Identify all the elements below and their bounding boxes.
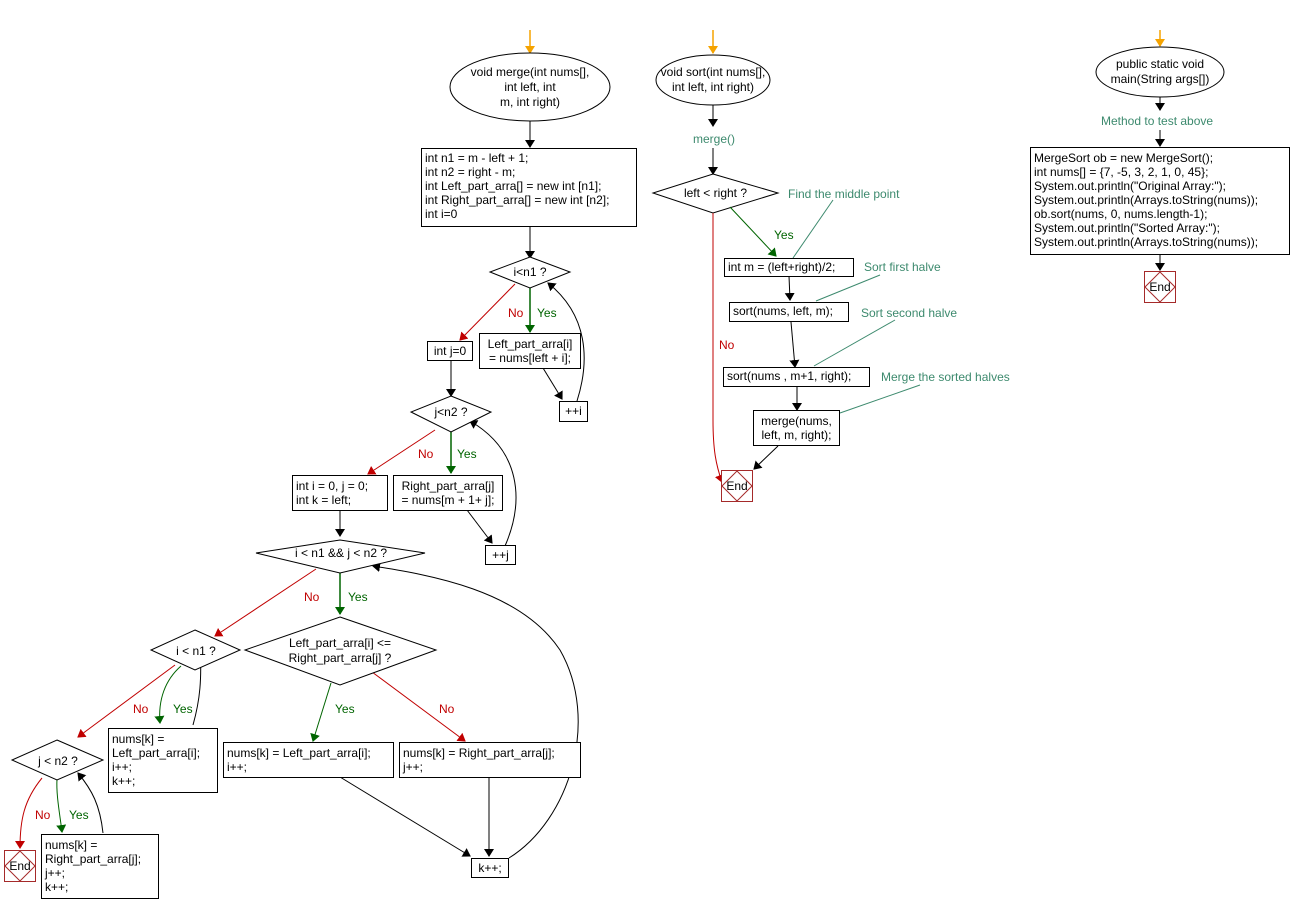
label-yes: Yes — [348, 590, 368, 604]
label-yes: Yes — [69, 808, 89, 822]
edge — [466, 509, 493, 544]
note-find-middle: Find the middle point — [788, 187, 900, 201]
cond-j-lt-n2: j<n2 ? — [434, 404, 468, 419]
diamond-j-lt-n2 — [409, 395, 493, 433]
label-yes: Yes — [774, 228, 794, 242]
edge-no — [77, 664, 176, 738]
sort-start-label: void sort(int nums[], int left, int righ… — [660, 65, 766, 94]
cond-rest-j: j < n2 ? — [38, 753, 78, 768]
edge-no — [712, 213, 725, 483]
edge-loop — [77, 772, 104, 834]
edge-yes — [729, 206, 777, 257]
main-body-box: MergeSort ob = new MergeSort(); int nums… — [1030, 147, 1290, 255]
note-method-test: Method to test above — [1101, 114, 1214, 128]
edge-yes — [310, 682, 332, 742]
edge — [542, 367, 563, 400]
note-leader — [813, 319, 896, 367]
merge-start-label: void merge(int nums[], int left, int m, … — [470, 64, 590, 109]
label-no: No — [508, 306, 524, 320]
edge-yes — [56, 778, 67, 833]
note-sort-second: Sort second halve — [861, 306, 958, 320]
edge-no — [15, 777, 43, 849]
end-diamond-icon — [722, 471, 752, 501]
init-ijk-box: int i = 0, j = 0; int k = left; — [292, 475, 388, 511]
edge — [339, 776, 471, 857]
edge-loop — [469, 420, 517, 547]
main-start-label: public static void main(String args[]) — [1110, 57, 1210, 86]
label-no: No — [133, 702, 149, 716]
mid-box: int m = (left+right)/2; — [724, 258, 854, 277]
take-right-box: nums[k] = Right_part_arra[j]; j++; — [399, 742, 581, 778]
note-leader — [839, 384, 921, 414]
inc-i-box: ++i — [559, 401, 588, 422]
diamond-i-lt-n1 — [488, 256, 572, 289]
end-label: End — [9, 859, 31, 873]
end-diamond-icon — [1145, 272, 1175, 302]
merge-init-box: int n1 = m - left + 1; int n2 = right - … — [421, 148, 637, 227]
edge — [753, 445, 779, 470]
cond-rest-i: i < n1 ? — [176, 643, 216, 658]
take-left-box: nums[k] = Left_part_arra[i]; i++; — [223, 742, 394, 778]
diamond-rest-j — [10, 739, 105, 781]
note-leader — [792, 199, 834, 259]
edge-loop — [547, 282, 585, 402]
cond-compare: Left_part_arra[i] <= Right_part_arra[j] … — [288, 636, 392, 665]
edge-no — [459, 283, 516, 341]
label-yes: Yes — [457, 447, 477, 461]
edge — [784, 275, 795, 301]
note-leader — [815, 274, 881, 302]
copy-rest-right-box: nums[k] = Right_part_arra[j]; j++; k++; — [41, 834, 159, 899]
sort-left-box: sort(nums, left, m); — [729, 302, 849, 322]
end-diamond-icon — [5, 851, 35, 881]
edge-no — [371, 671, 466, 742]
diamond-compare — [243, 616, 438, 686]
end-terminal-main: End — [1144, 271, 1176, 303]
end-terminal-sort: End — [721, 470, 753, 502]
inc-j-box: ++j — [485, 545, 516, 565]
edge-no — [214, 568, 317, 637]
note-merge-halves: Merge the sorted halves — [881, 370, 1010, 384]
label-no: No — [719, 338, 735, 352]
cond-i-lt-n1: i<n1 ? — [513, 264, 547, 279]
diamond-both — [255, 539, 426, 574]
edge-no — [367, 429, 436, 475]
label-no: No — [439, 702, 455, 716]
label-yes: Yes — [173, 702, 193, 716]
end-label: End — [1149, 280, 1171, 294]
note-merge: merge() — [693, 132, 736, 146]
note-sort-first: Sort first halve — [864, 260, 941, 274]
cond-left-lt-right: left < right ? — [683, 185, 748, 200]
diamond-rest-i — [149, 629, 242, 671]
copy-rest-left-box: nums[k] = Left_part_arra[i]; i++; k++; — [108, 728, 218, 793]
right-assign-box: Right_part_arra[j] = nums[m + 1+ j]; — [393, 475, 503, 511]
label-yes: Yes — [335, 702, 355, 716]
sort-right-box: sort(nums , m+1, right); — [723, 367, 870, 387]
cond-both: i < n1 && j < n2 ? — [294, 545, 388, 560]
inc-k-box: k++; — [471, 858, 509, 878]
label-no: No — [35, 808, 51, 822]
label-no: No — [304, 590, 320, 604]
end-terminal-merge: End — [4, 850, 36, 882]
init-j-box: int j=0 — [427, 341, 473, 361]
label-yes: Yes — [537, 306, 557, 320]
label-no: No — [418, 447, 434, 461]
left-assign-box: Left_part_arra[i] = nums[left + i]; — [479, 333, 581, 369]
edge-yes — [154, 665, 182, 724]
edge — [789, 321, 800, 368]
edge-loop — [372, 562, 579, 859]
merge-call-box: merge(nums, left, m, right); — [753, 410, 840, 446]
end-label: End — [726, 479, 748, 493]
